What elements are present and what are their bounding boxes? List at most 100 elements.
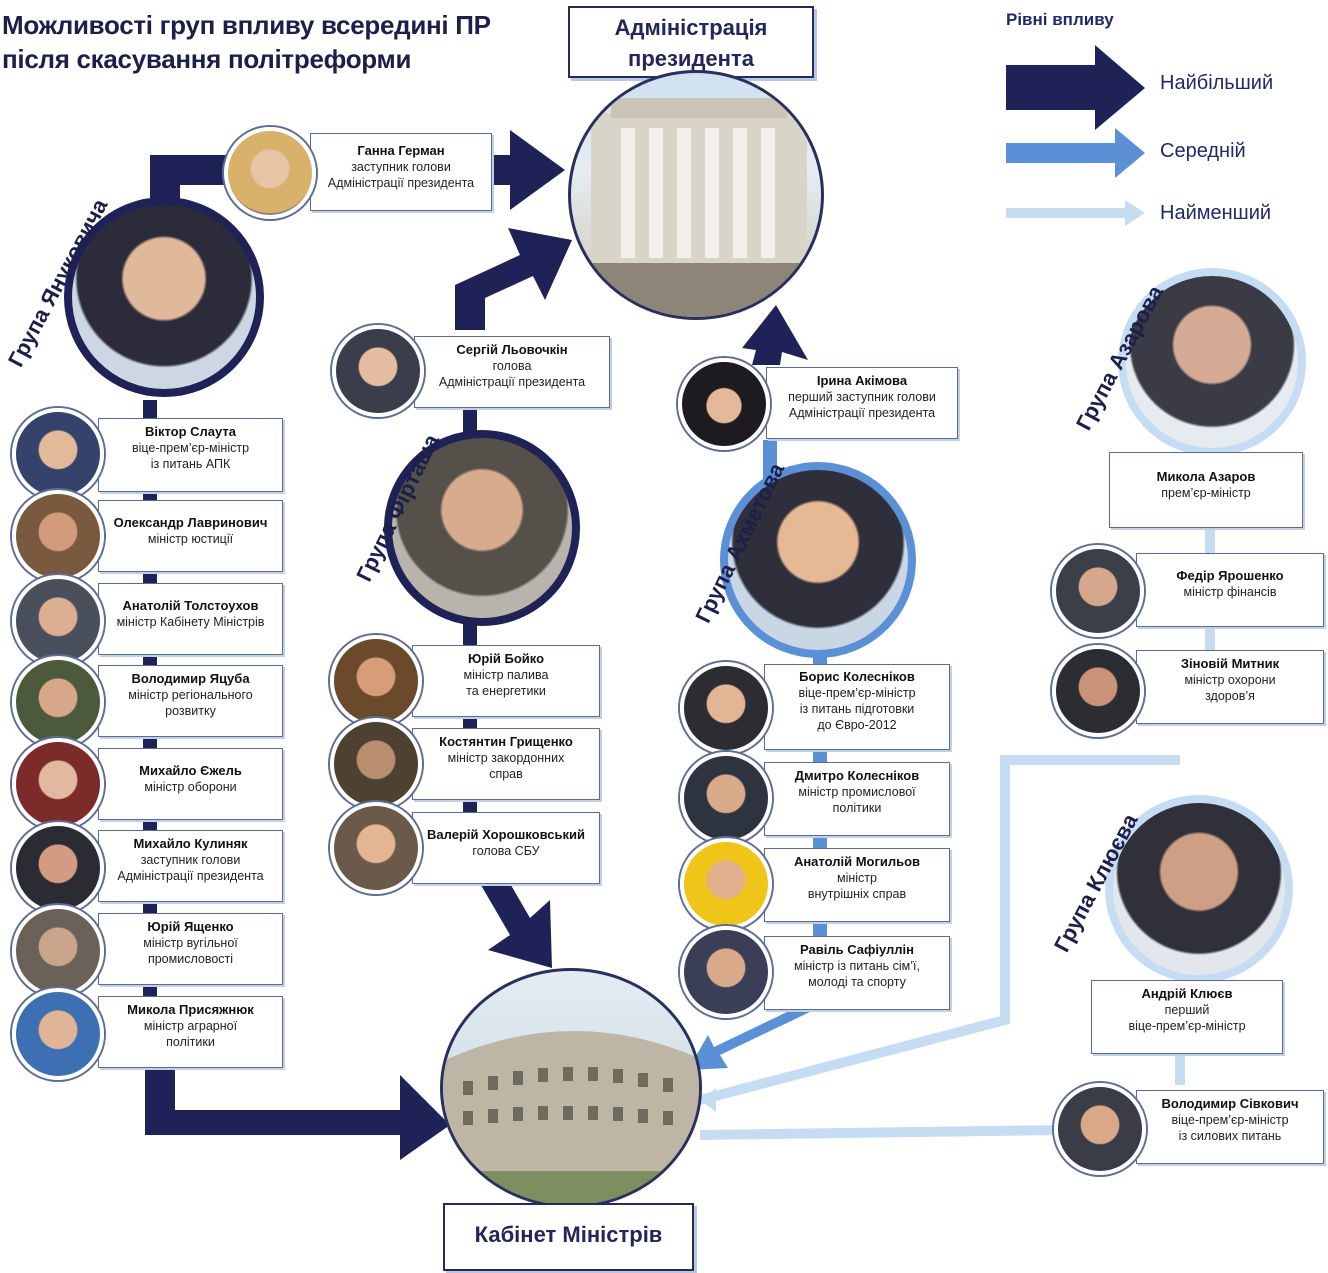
person-role: міністр аграрної xyxy=(143,1019,238,1033)
person-role: міністр оборони xyxy=(144,780,237,794)
card-akimova: Ірина Акімова перший заступник голови Ад… xyxy=(766,367,958,439)
card-khoroshkovskyi: Валерій Хорошковський голова СБУ xyxy=(412,812,600,884)
legend-arrow-highest xyxy=(1006,45,1145,130)
person-name: Федір Ярошенко xyxy=(1176,568,1284,583)
person-name: Володимир Яцуба xyxy=(131,671,250,686)
card-tolstoukhov: Анатолій Толстоухов міністр Кабінету Мін… xyxy=(98,583,283,655)
admin-building-image xyxy=(568,70,824,320)
card-yatsuba: Володимир Яцуба міністр регіонального ро… xyxy=(98,665,283,737)
photo-mytnyk xyxy=(1052,645,1144,737)
person-name: Віктор Слаута xyxy=(144,424,237,439)
person-name: Анатолій Толстоухов xyxy=(122,598,259,613)
person-role: із питань підготовки xyxy=(799,702,915,716)
person-role: міністр охорони xyxy=(1184,673,1276,687)
person-role: прем’єр-міністр xyxy=(1161,486,1251,500)
person-role: Адміністрації президента xyxy=(117,869,264,883)
legend-label-lowest: Найменший xyxy=(1160,202,1272,224)
leader-azarov-photo xyxy=(1118,268,1306,456)
arrow-akimova-admin xyxy=(742,305,808,365)
leader-akhmetov-photo xyxy=(720,462,916,658)
leader-kliuiev-photo xyxy=(1105,795,1293,983)
person-name: Юрій Ященко xyxy=(147,919,234,934)
photo-yashchenko xyxy=(12,905,104,997)
person-role: міністр промислової xyxy=(798,785,916,799)
person-name: Зіновій Митник xyxy=(1180,656,1280,671)
person-name: Микола Присяжнюк xyxy=(127,1002,254,1017)
person-role: Адміністрації президента xyxy=(438,375,586,389)
person-role: заступник голови xyxy=(351,160,451,174)
card-slauta: Віктор Слаута віце-прем’єр-міністр із пи… xyxy=(98,418,283,492)
person-role: міністр Кабінету Міністрів xyxy=(116,615,265,629)
arrow-akhmetov-cabinet xyxy=(688,995,835,1070)
arrow-firtash-cabinet xyxy=(478,880,552,968)
leader-firtash-photo xyxy=(384,430,580,626)
person-role: Адміністрації президента xyxy=(327,176,475,190)
arrow-light-head xyxy=(700,1088,716,1112)
card-lavrynovych: Олександр Лавринович міністр юстиції xyxy=(98,500,283,572)
person-name: Валерій Хорошковський xyxy=(427,827,585,842)
person-name: Сергій Льовочкін xyxy=(456,342,568,357)
admin-building-icon xyxy=(571,98,821,317)
admin-line-2: президента xyxy=(628,46,754,71)
person-role: міністр юстиції xyxy=(147,532,234,546)
person-name: Борис Колесніков xyxy=(799,669,915,684)
card-lovochkin: Сергій Льовочкін голова Адміністрації пр… xyxy=(414,336,610,408)
photo-yaroshenko xyxy=(1052,545,1144,637)
photo-hryshchenko xyxy=(330,718,422,810)
person-role: міністр палива xyxy=(463,668,549,682)
admin-line-1: Адміністрація xyxy=(614,15,768,40)
person-name: Равіль Сафіуллін xyxy=(800,942,914,957)
photo-safiullin xyxy=(680,926,772,1018)
person-role: голова xyxy=(492,359,532,373)
legend-title: Рівні впливу xyxy=(1006,10,1114,29)
person-name: Михайло Кулиняк xyxy=(133,836,248,851)
photo-slauta xyxy=(12,408,104,500)
person-name: Ірина Акімова xyxy=(816,373,908,388)
person-role: справ xyxy=(489,767,523,781)
person-role: політики xyxy=(166,1035,215,1049)
link-azarov-cabinet xyxy=(698,755,1180,1105)
person-role: промисловості xyxy=(147,952,234,966)
person-role: перший заступник голови xyxy=(788,390,936,404)
arrow-yanukovych-cabinet xyxy=(145,1060,450,1160)
card-mohyliov: Анатолій Могильов міністр внутрішніх спр… xyxy=(764,848,950,922)
person-role: внутрішніх справ xyxy=(807,887,907,901)
person-role: та енергетики xyxy=(466,684,546,698)
person-role: міністр закордонних xyxy=(447,751,565,765)
card-d-kolesnikov: Дмитро Колесніков міністр промислової по… xyxy=(764,762,950,836)
person-role: віце-прем’єр-міністр xyxy=(1128,1019,1246,1033)
person-role: здоров’я xyxy=(1205,689,1255,703)
card-kliuiev: Андрій Клюєв перший віце-прем’єр-міністр xyxy=(1091,980,1283,1054)
photo-prysiazhniuk xyxy=(12,988,104,1080)
person-role: із силових питань xyxy=(1178,1129,1282,1143)
photo-mohyliov xyxy=(680,838,772,930)
photo-lavrynovych xyxy=(12,490,104,582)
card-yaroshenko: Федір Ярошенко міністр фінансів xyxy=(1136,553,1324,627)
photo-boiko xyxy=(330,635,422,727)
person-role: із питань АПК xyxy=(150,457,231,471)
photo-kulyniak xyxy=(12,822,104,914)
admin-header: Адміністрація президента xyxy=(568,6,814,78)
person-role: політики xyxy=(832,801,882,815)
person-role: до Євро-2012 xyxy=(817,718,897,732)
page-title: Можливості груп впливу всередині ПР післ… xyxy=(2,8,491,76)
person-name: Олександр Лавринович xyxy=(113,515,268,530)
legend-label-medium: Середній xyxy=(1160,140,1246,162)
link-sivkovych-cabinet xyxy=(699,1125,1061,1140)
person-role: віце-прем’єр-міністр xyxy=(798,686,916,700)
photo-yezhel xyxy=(12,738,104,830)
title-line-2: після скасування політреформи xyxy=(2,44,412,74)
person-role: заступник голови xyxy=(140,853,241,867)
title-line-1: Можливості груп впливу всередині ПР xyxy=(2,10,491,40)
person-name: Анатолій Могильов xyxy=(793,854,921,869)
card-herman: Ганна Герман заступник голови Адміністра… xyxy=(310,133,492,211)
arrow-lovochkin-admin xyxy=(455,228,572,330)
photo-yatsuba xyxy=(12,656,104,748)
person-role: міністр із питань сім’ї, xyxy=(794,959,920,973)
person-role: перший xyxy=(1164,1003,1210,1017)
leader-yanukovych-photo xyxy=(64,197,264,397)
cabinet-label-text: Кабінет Міністрів xyxy=(474,1222,663,1247)
person-role: міністр вугільної xyxy=(143,936,238,950)
legend-arrow-lowest xyxy=(1006,200,1145,226)
cabinet-building-icon xyxy=(443,1031,699,1205)
